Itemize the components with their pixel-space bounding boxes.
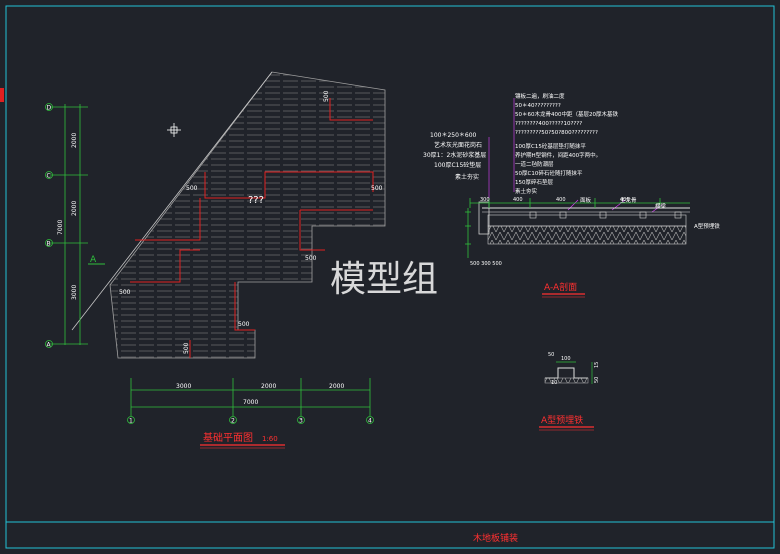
inner-dim-2: 500 — [186, 185, 198, 192]
left-dim-2: 2000 — [71, 201, 78, 216]
section-top-dims — [469, 198, 690, 208]
section-title: A-A剖面 — [544, 281, 577, 293]
inner-dim-5: 500 — [119, 289, 131, 296]
svg-text:4: 4 — [368, 418, 372, 425]
section-slab — [487, 214, 687, 227]
section-dim-3: 400 — [556, 197, 566, 203]
svg-text:1: 1 — [129, 418, 133, 425]
section-right-note-3: 50＊60木龙骨400中距（基层20厚木基铁 — [515, 110, 618, 118]
section-gravel — [487, 225, 687, 245]
plan-center-label: ??? — [248, 195, 264, 206]
col-axis-2: 2 — [229, 416, 237, 425]
embed-dim-4: 10 — [551, 380, 557, 386]
col-axis-1: 1 — [127, 416, 135, 425]
left-dimension-chain — [50, 104, 88, 345]
bottom-dimension-chain — [130, 378, 371, 416]
drawing-frame — [5, 5, 775, 549]
left-dim-1: 2000 — [71, 133, 78, 148]
bottom-dim-1: 3000 — [176, 383, 191, 390]
embed-title: A型预埋铁 — [541, 414, 583, 426]
section-right-note-2: 50＊40????????? — [515, 102, 561, 109]
section-right-note-4: ????????400?????10???? — [515, 121, 582, 127]
embed-dim-1: 100 — [561, 356, 571, 362]
row-axis-d: D — [45, 103, 53, 112]
section-left-note-4: 100厚C15砼垫层 — [434, 161, 481, 169]
section-left-note-5: 素土夯实 — [455, 173, 479, 181]
left-dim-total: 7000 — [57, 220, 64, 235]
section-label-joist: 主龙骨 — [620, 196, 637, 204]
bottom-dim-total: 7000 — [243, 399, 258, 406]
row-axis-a: A — [45, 340, 53, 349]
row-axis-b: B — [45, 239, 53, 248]
foundation-plan: 500 500 500 500 500 500 500 ??? A 2000 2… — [45, 71, 386, 449]
section-right-note-10: 150厚碎石垫层 — [515, 178, 553, 186]
section-left-note-2: 艺术灰光面花岗石 — [434, 141, 482, 149]
embed-dim-2: 15 — [594, 362, 600, 368]
section-right-note-6: 100厚C15砼基层垫打随抹平 — [515, 142, 586, 150]
section-right-note-1: 镶板二遍，刷油二度 — [515, 92, 565, 100]
row-axis-c: C — [45, 171, 53, 180]
inner-dim-1: 500 — [323, 90, 330, 102]
section-right-note-7: 养护期H型钢件，间距400字两中。 — [515, 151, 601, 159]
red-beams — [130, 98, 374, 358]
section-right-note-8: 一道二毡防潮层 — [515, 160, 554, 168]
svg-text:B: B — [47, 241, 51, 248]
section-joists — [529, 211, 682, 219]
section-left-note-3: 30厚1：2水泥砂浆基层 — [423, 151, 486, 159]
diagonal-boundary — [71, 71, 273, 331]
inner-dim-3: 500 — [371, 185, 383, 192]
section-left-dim — [465, 208, 471, 258]
section-label-beam: 横梁 — [655, 202, 667, 210]
inner-dim-7: 500 — [183, 342, 190, 354]
footer-title: 木地板铺装 — [473, 532, 518, 544]
section-dim-2: 400 — [513, 197, 523, 203]
embed-dim-3: 50 — [594, 377, 600, 383]
crosshair-icon — [167, 123, 181, 137]
section-right-note-11: 素土夯实 — [515, 187, 538, 195]
section-right-note-5: ?????????50?50?800????????? — [515, 130, 598, 136]
left-edge-mark — [0, 88, 4, 102]
section-bottom-dim: 500 300 500 — [470, 261, 502, 267]
left-dim-3: 3000 — [71, 285, 78, 300]
section-kerb — [478, 201, 490, 235]
plan-scale: 1:60 — [262, 435, 278, 443]
svg-text:A: A — [47, 342, 52, 349]
section-aa: 300 400 400 400 500 300 500 100＊250＊600 … — [423, 92, 720, 298]
inner-dim-6: 500 — [238, 321, 250, 328]
section-right-note-9: 50厚C10碎石砼随打随抹平 — [515, 169, 583, 177]
svg-text:3: 3 — [299, 418, 303, 425]
section-mark-a: A — [90, 255, 97, 265]
col-axis-3: 3 — [297, 416, 305, 425]
plan-title: 基础平面图 — [203, 431, 253, 444]
watermark: 模型组 — [330, 259, 438, 300]
col-axis-4: 4 — [366, 416, 374, 425]
bottom-dim-2: 2000 — [261, 383, 276, 390]
svg-text:2: 2 — [231, 418, 235, 425]
svg-text:C: C — [47, 173, 51, 180]
embed-detail: 100 15 50 10 50 A型预埋铁 — [539, 352, 600, 431]
embed-profile — [545, 367, 588, 379]
svg-text:D: D — [47, 105, 52, 112]
section-dim-4: 400 — [620, 197, 630, 203]
bottom-dim-3: 2000 — [329, 383, 344, 390]
deck-hatch-area — [109, 71, 386, 359]
section-dim-1: 300 — [480, 197, 490, 203]
embed-base — [544, 377, 589, 384]
embed-dim-5: 50 — [548, 352, 554, 358]
embed-dims — [556, 361, 593, 384]
inner-dim-4: 500 — [305, 255, 317, 262]
section-label-panel: 面板 — [580, 196, 592, 204]
section-left-note-1: 100＊250＊600 — [430, 132, 477, 139]
section-right-tag: A型预埋铁 — [694, 222, 720, 230]
